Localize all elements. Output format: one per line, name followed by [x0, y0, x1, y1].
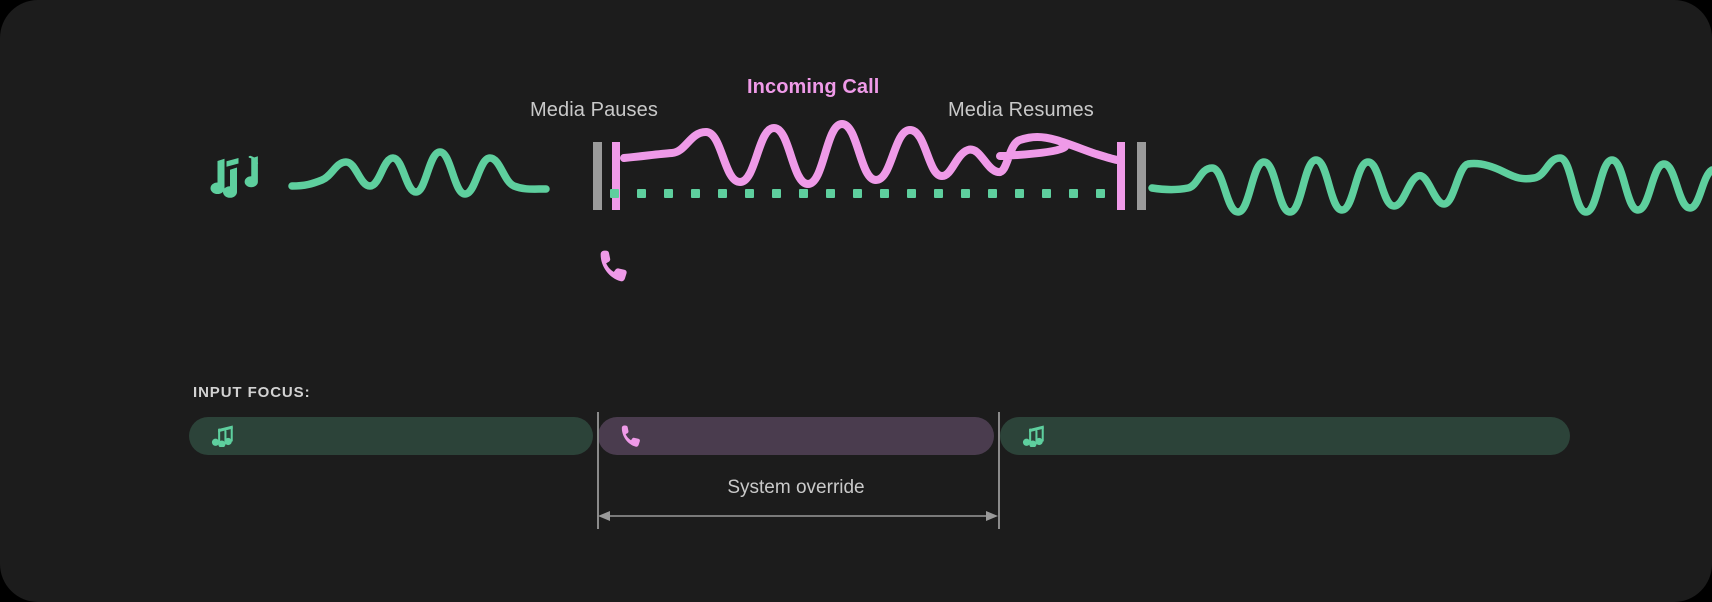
resume-marker-gray — [1137, 142, 1146, 210]
focus-bar-media-after[interactable] — [1000, 417, 1570, 455]
media-waveform-after — [1148, 154, 1712, 216]
media-muted-dots — [610, 189, 1105, 198]
focus-bar-media-before[interactable] — [189, 417, 593, 455]
pause-marker-gray — [593, 142, 602, 210]
pause-marker-pink — [612, 142, 620, 210]
call-waveform — [620, 120, 1121, 188]
label-media-pauses: Media Pauses — [530, 99, 658, 121]
input-focus-title: INPUT FOCUS: — [193, 384, 311, 401]
label-incoming-call: Incoming Call — [747, 76, 880, 98]
resume-marker-pink — [1117, 142, 1125, 210]
phone-handset-icon — [600, 250, 627, 282]
phone-handset-icon — [620, 425, 642, 447]
music-notes-icon — [211, 425, 235, 447]
timeline-graphic — [210, 120, 1712, 282]
system-override-label: System override — [727, 477, 865, 498]
music-notes-icon — [1022, 425, 1046, 447]
music-notes-icon — [210, 155, 259, 198]
system-override-arrow — [598, 511, 998, 521]
focus-bar-call[interactable] — [598, 417, 994, 455]
audio-focus-timeline: Media Pauses Incoming Call Media Resumes — [210, 76, 1712, 282]
media-waveform-before — [288, 148, 550, 198]
label-media-resumes: Media Resumes — [948, 99, 1094, 121]
override-guide-right — [998, 412, 1000, 529]
